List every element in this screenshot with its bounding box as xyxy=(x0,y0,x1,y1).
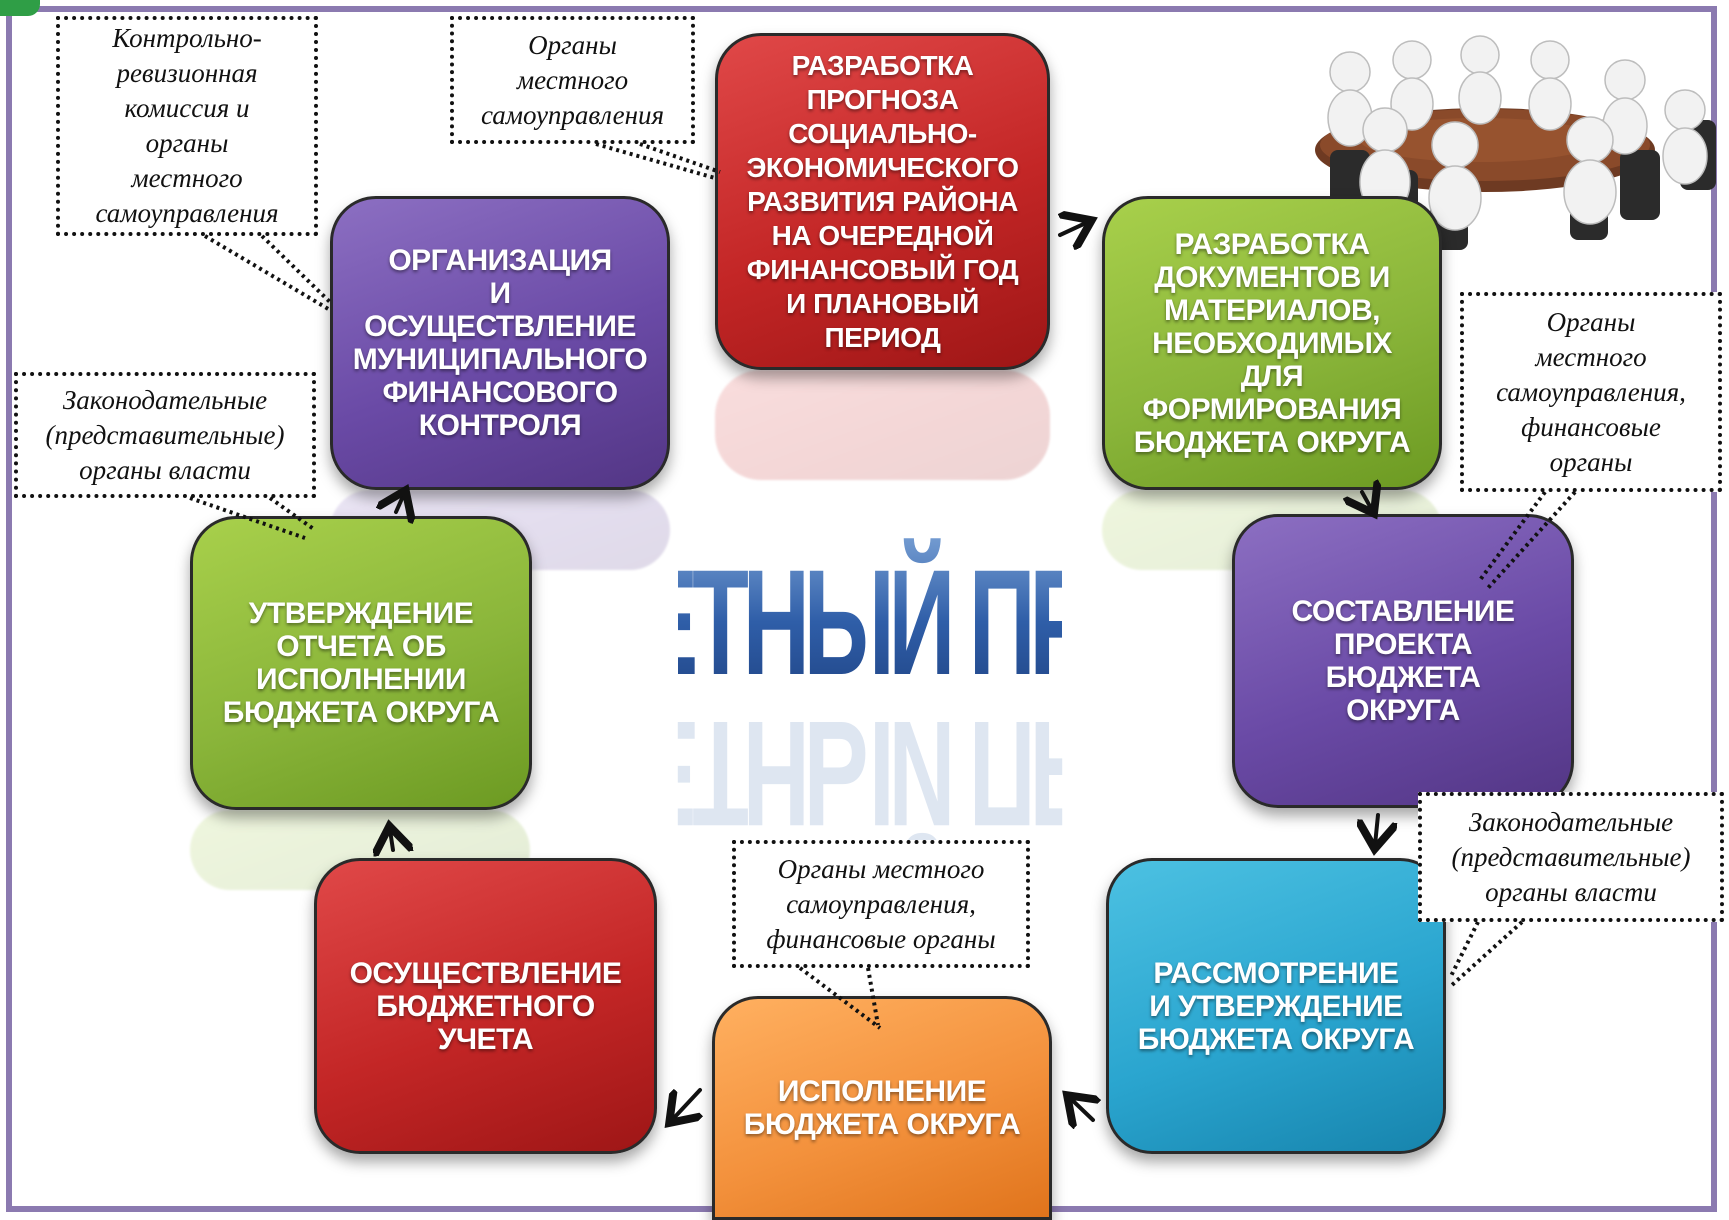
corner-badge xyxy=(0,0,40,16)
stage-forecast: РАЗРАБОТКА ПРОГНОЗА СОЦИАЛЬНО- ЭКОНОМИЧЕ… xyxy=(715,33,1050,370)
tail-report xyxy=(189,496,317,540)
note-control: Контрольно- ревизионная комиссия и орган… xyxy=(56,16,318,236)
tail-execution xyxy=(798,966,882,1030)
stage-approval: РАССМОТРЕНИЕ И УТВЕРЖДЕНИЕ БЮДЖЕТА ОКРУГ… xyxy=(1106,858,1446,1154)
tail-approval xyxy=(1448,920,1524,987)
cycle-arrows xyxy=(390,222,1378,1120)
note-report: Законодательные (представительные) орган… xyxy=(14,372,316,498)
forecast-reflection xyxy=(715,370,1050,480)
arrow-approval-to-execution xyxy=(1070,1098,1093,1120)
arrow-accounting-to-report xyxy=(390,830,393,850)
stage-drafting: СОСТАВЛЕНИЕ ПРОЕКТА БЮДЖЕТА ОКРУГА xyxy=(1232,514,1574,808)
tail-control xyxy=(203,234,332,312)
note-drafting: Органы местного самоуправления, финансов… xyxy=(1460,292,1722,492)
tail-drafting xyxy=(1478,490,1577,590)
note-execution: Органы местного самоуправления, финансов… xyxy=(732,840,1030,968)
callout-tails xyxy=(189,142,1577,1030)
arrow-execution-to-accounting xyxy=(672,1088,700,1120)
arrow-report-to-control xyxy=(396,494,404,512)
arrow-forecast-to-documents xyxy=(1060,222,1088,235)
stage-execution: ИСПОЛНЕНИЕ БЮДЖЕТА ОКРУГА xyxy=(712,996,1052,1220)
stage-accounting: ОСУЩЕСТВЛЕНИЕ БЮДЖЕТНОГО УЧЕТА xyxy=(314,858,657,1154)
tail-forecast xyxy=(595,142,721,180)
arrow-drafting-to-approval xyxy=(1375,813,1378,845)
note-approval: Законодательные (представительные) орган… xyxy=(1418,792,1724,922)
arrow-documents-to-drafting xyxy=(1362,492,1372,510)
note-forecast: Органы местного самоуправления xyxy=(450,16,695,144)
stage-documents: РАЗРАБОТКА ДОКУМЕНТОВ И МАТЕРИАЛОВ, НЕОБ… xyxy=(1102,196,1442,490)
stage-report: УТВЕРЖДЕНИЕ ОТЧЕТА ОБ ИСПОЛНЕНИИ БЮДЖЕТА… xyxy=(190,516,532,810)
stage-control: ОРГАНИЗАЦИЯ И ОСУЩЕСТВЛЕНИЕ МУНИЦИПАЛЬНО… xyxy=(330,196,670,490)
